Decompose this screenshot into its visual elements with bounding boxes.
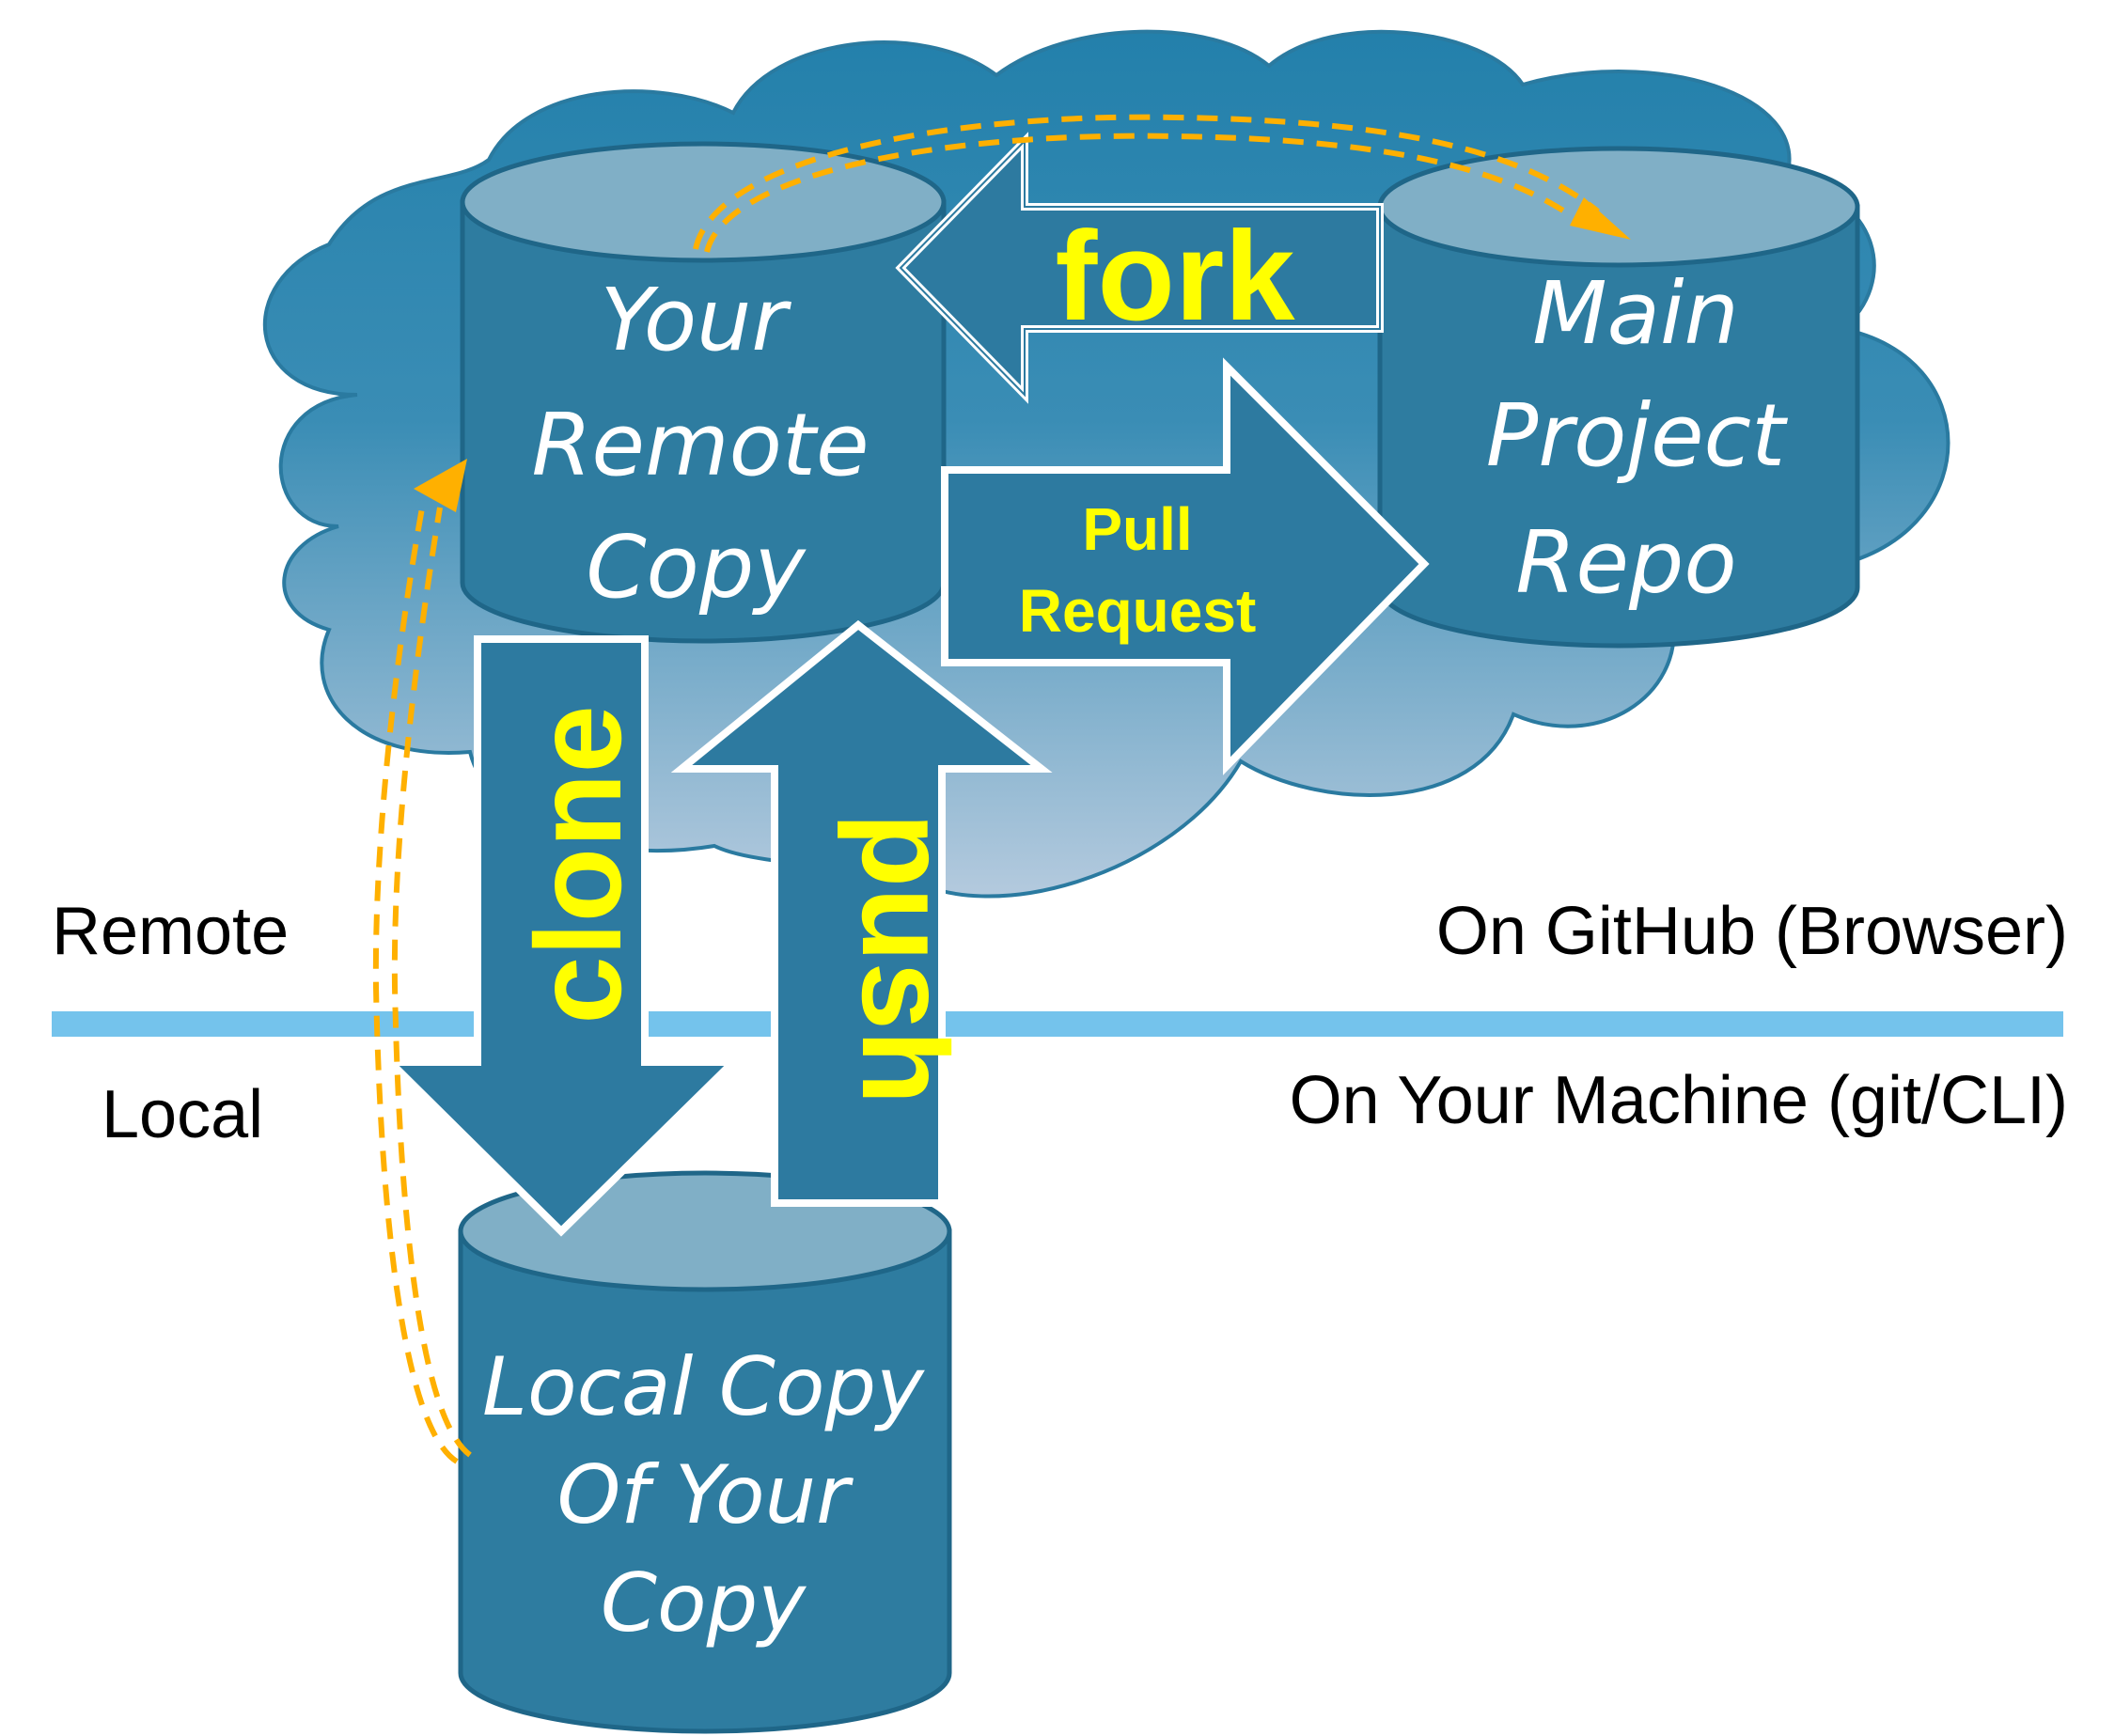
fork-label: fork [1055, 205, 1295, 347]
arrowhead-icon [1570, 197, 1631, 240]
your-remote-copy-repo: Your Remote Copy [460, 141, 947, 644]
machine-cli-label: On Your Machine (git/CLI) [1290, 1063, 2068, 1138]
repo-label-line: Of Your [557, 1448, 854, 1542]
fork-arrow: fork [895, 132, 1384, 404]
repo-label-line: Your [601, 270, 792, 370]
repo-label-line: Remote [531, 395, 869, 495]
local-copy-repo: Local Copy Of Your Copy [458, 1170, 952, 1734]
push-label: push [837, 813, 974, 1105]
arrowhead-icon [414, 459, 467, 512]
main-project-repo: Main Project Repo [1377, 146, 1860, 649]
fork-dashed-path [693, 114, 1631, 253]
repo-label-line: Main [1532, 263, 1739, 364]
repo-label-line: Local Copy [482, 1340, 925, 1434]
clone-arrow: clone [381, 635, 743, 1237]
repo-label-line: Project [1486, 385, 1788, 486]
pull-request-arrow: Pull Request [941, 357, 1430, 775]
pull-request-label: Pull [1082, 495, 1192, 563]
repo-label-line: Copy [601, 1556, 807, 1650]
remote-local-divider [52, 1011, 2063, 1037]
github-browser-label: On GitHub (Browser) [1436, 894, 2068, 969]
cylinder-top [460, 141, 947, 263]
clone-label: clone [509, 705, 647, 1024]
push-arrow: push [670, 619, 1053, 1207]
clone-dashed-path [372, 459, 472, 1464]
local-label: Local [102, 1077, 263, 1152]
repo-label-line: Copy [586, 517, 807, 618]
remote-label: Remote [52, 894, 289, 969]
pull-request-label: Request [1019, 577, 1257, 645]
repo-label-line: Repo [1515, 512, 1736, 613]
